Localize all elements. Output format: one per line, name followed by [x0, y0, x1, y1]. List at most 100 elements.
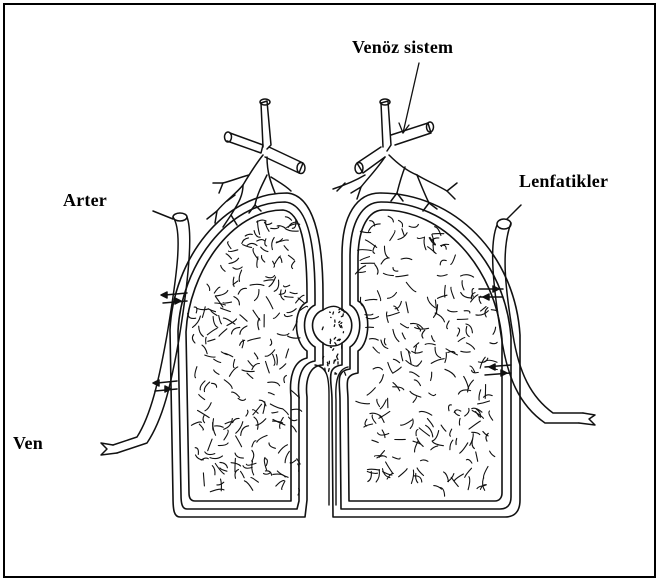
alveolus-stroke — [254, 417, 258, 429]
alveolus-stroke — [393, 329, 399, 341]
alveolus-stroke — [272, 238, 274, 250]
alveolus-stroke — [205, 452, 215, 455]
alveolus-stroke — [269, 277, 276, 287]
alveolus-stroke — [386, 462, 393, 474]
alveolus-stroke — [414, 476, 422, 482]
alveolus-stroke — [411, 470, 413, 484]
alveolus-stroke — [465, 468, 472, 477]
alveolus-stroke — [388, 293, 397, 299]
right-lymphatic-tube — [479, 205, 595, 425]
alveolus-stroke — [378, 433, 389, 435]
alveolus-stroke — [464, 311, 470, 313]
alveolus-stroke — [252, 441, 256, 447]
alveolus-stroke — [424, 237, 426, 250]
alveolus-stroke — [210, 456, 223, 459]
alveolus-stroke — [284, 315, 292, 317]
alveolus-stroke — [220, 462, 228, 467]
alveolus-stroke — [383, 273, 393, 275]
alveolus-stroke — [215, 291, 228, 296]
alveolus-stroke — [221, 308, 231, 312]
alveolus-stroke — [377, 399, 380, 406]
venous-system-label: Venöz sistem — [352, 37, 453, 58]
alveolus-stroke — [448, 310, 458, 312]
left-artery-vein-tube — [101, 211, 190, 455]
alveolus-stroke — [466, 459, 472, 463]
alveolus-stroke — [205, 403, 211, 411]
alveolus-stroke — [435, 313, 444, 322]
alveolus-stroke — [277, 239, 283, 242]
alveolus-stroke — [416, 473, 418, 482]
alveolus-stroke — [466, 343, 474, 349]
venoz-pointer — [399, 63, 419, 133]
alveolus-stroke — [458, 338, 465, 342]
right-pleura-inner — [347, 210, 502, 501]
mediastinal-dot — [339, 325, 340, 328]
alveolus-stroke — [216, 297, 223, 308]
alveolus-stroke — [393, 268, 398, 272]
alveolus-stroke — [393, 367, 401, 373]
alveolus-stroke — [232, 392, 240, 397]
alveolus-stroke — [412, 351, 423, 353]
alveolus-stroke — [451, 255, 456, 264]
alveolus-stroke — [437, 275, 447, 276]
alveolus-stroke — [224, 430, 228, 440]
alveolus-stroke — [205, 355, 215, 357]
alveolus-stroke — [365, 299, 377, 300]
right-lung-alveoli — [355, 216, 497, 496]
alveolus-stroke — [273, 261, 275, 267]
alveolus-stroke — [376, 470, 379, 483]
alveolus-stroke — [425, 344, 435, 345]
alveolus-stroke — [270, 339, 272, 345]
mediastinal-dot — [341, 326, 342, 328]
alveolus-stroke — [266, 276, 275, 278]
alveolus-stroke — [278, 445, 287, 453]
alveolus-stroke — [255, 290, 259, 301]
alveolus-stroke — [292, 409, 302, 411]
alveolus-stroke — [229, 258, 239, 263]
alveolus-stroke — [239, 270, 241, 281]
alveolus-stroke — [382, 430, 385, 438]
alveolus-stroke — [284, 285, 290, 287]
mediastinal-dot — [335, 343, 336, 345]
alveolus-stroke — [401, 352, 403, 361]
mediastinal-dot — [341, 323, 342, 324]
alveolus-stroke — [402, 333, 405, 339]
alveolus-stroke — [461, 275, 474, 277]
alveolus-stroke — [245, 234, 252, 236]
alveolus-stroke — [261, 256, 264, 263]
alveolus-stroke — [417, 361, 422, 366]
alveolus-stroke — [195, 448, 198, 455]
mediastinal-dot — [345, 372, 346, 375]
mediastinal-dot — [334, 337, 335, 339]
alveolus-stroke — [234, 297, 240, 305]
left-pleura-inner — [186, 210, 307, 501]
alveolus-stroke — [484, 467, 488, 479]
alveolus-stroke — [466, 324, 473, 333]
alveolus-stroke — [427, 419, 433, 427]
alveolus-stroke — [398, 233, 407, 240]
alveolus-stroke — [451, 477, 458, 486]
alveolus-stroke — [285, 451, 289, 462]
alveolus-stroke — [393, 359, 399, 362]
mediastinal-dot — [322, 327, 323, 330]
mediastinal-dot — [333, 349, 334, 350]
alveolus-stroke — [246, 410, 248, 416]
alveolus-stroke — [298, 298, 304, 303]
alveolus-stroke — [221, 265, 225, 271]
alveolus-stroke — [273, 419, 285, 425]
alveolus-stroke — [441, 425, 446, 431]
alveolus-stroke — [194, 307, 197, 313]
alveolus-stroke — [266, 297, 273, 309]
alveolus-stroke — [417, 468, 423, 476]
alveolus-stroke — [379, 411, 390, 418]
lymphatics-label: Lenfatikler — [519, 171, 608, 192]
alveolus-stroke — [242, 238, 249, 244]
alveolus-stroke — [258, 221, 260, 235]
alveolus-stroke — [360, 257, 370, 261]
alveolus-stroke — [232, 327, 240, 334]
alveolus-stroke — [367, 469, 379, 470]
alveolus-stroke — [289, 417, 298, 421]
mediastinal-dot — [333, 312, 334, 314]
alveolus-stroke — [450, 440, 453, 450]
alveolus-stroke — [406, 361, 418, 367]
